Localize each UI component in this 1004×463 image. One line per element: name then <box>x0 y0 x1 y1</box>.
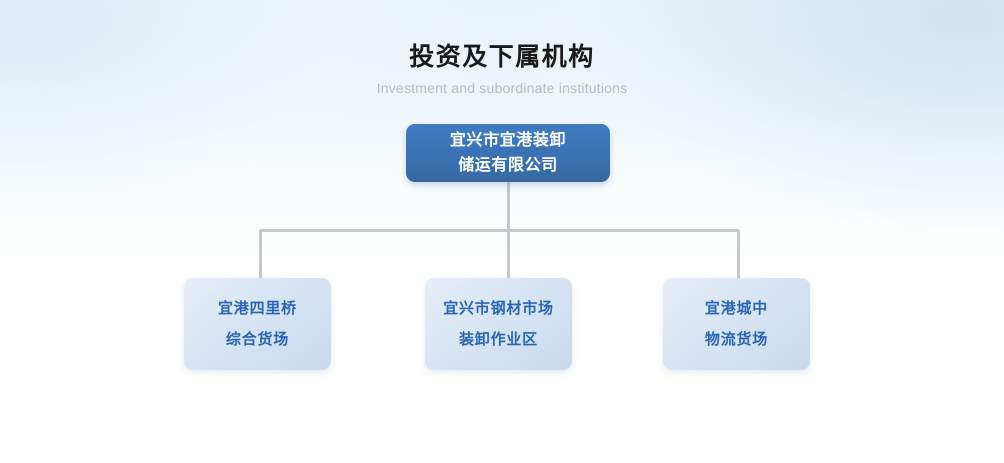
org-node-root-line-1: 宜兴市宜港装卸 <box>449 132 567 149</box>
page-title: 投资及下属机构 <box>409 43 595 71</box>
page-subtitle: Investment and subordinate institutions <box>376 80 628 96</box>
org-node-root[interactable]: 宜兴市宜港装卸 储运有限公司 <box>406 124 610 182</box>
org-node-child-1[interactable]: 宜港四里桥 综合货场 <box>184 278 331 370</box>
org-node-child-3[interactable]: 宜港城中 物流货场 <box>663 278 810 370</box>
org-node-child-3-line-2: 物流货场 <box>704 331 769 348</box>
heading-block: 投资及下属机构 Investment and subordinate insti… <box>0 40 1004 98</box>
org-node-child-1-line-2: 综合货场 <box>225 331 290 348</box>
org-node-child-3-line-1: 宜港城中 <box>704 300 769 317</box>
org-node-root-line-2: 储运有限公司 <box>458 157 558 174</box>
org-node-child-2-line-2: 装卸作业区 <box>458 331 538 348</box>
org-node-child-2-line-1: 宜兴市钢材市场 <box>443 300 554 317</box>
org-node-child-1-line-1: 宜港四里桥 <box>217 300 297 317</box>
org-node-child-2[interactable]: 宜兴市钢材市场 装卸作业区 <box>425 278 572 370</box>
